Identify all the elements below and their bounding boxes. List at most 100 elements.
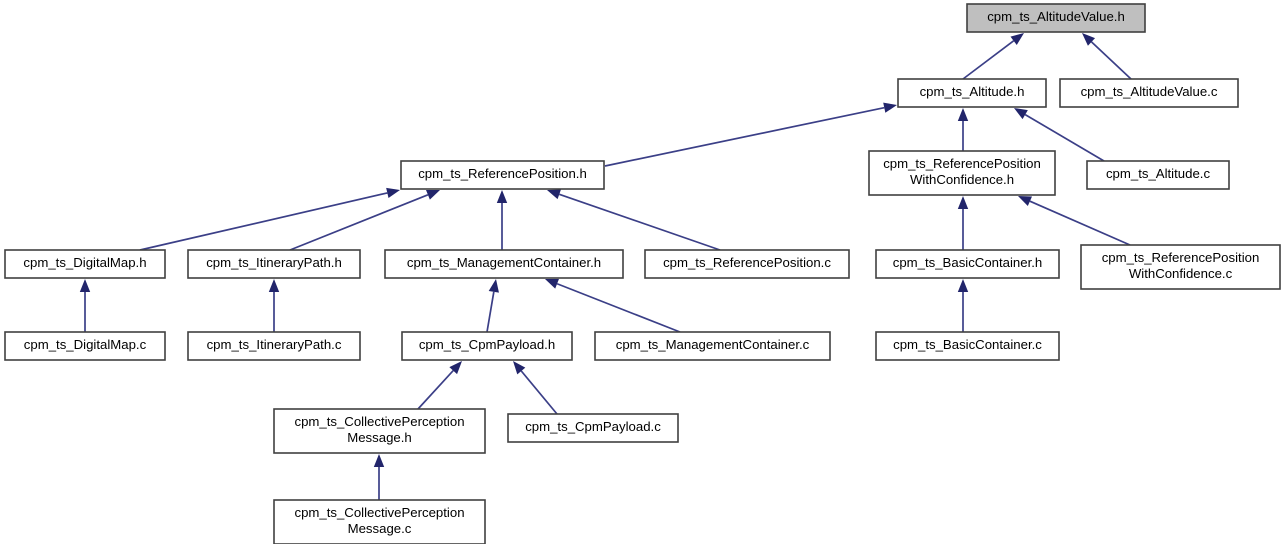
node-cpmpayload_c[interactable]: cpm_ts_CpmPayload.c xyxy=(507,413,679,443)
edge-arrowhead-icon xyxy=(957,108,969,121)
node-label-line: cpm_ts_ManagementContainer.h xyxy=(407,255,601,270)
edges-layer xyxy=(79,33,1132,500)
node-label: cpm_ts_ManagementContainer.h xyxy=(407,255,601,270)
node-label: cpm_ts_ManagementContainer.c xyxy=(616,337,810,352)
node-box[interactable] xyxy=(273,499,486,544)
edge-arrowhead-icon xyxy=(1018,196,1032,206)
node-label: cpm_ts_ReferencePosition.c xyxy=(663,255,831,270)
node-label-line: cpm_ts_CpmPayload.h xyxy=(419,337,555,352)
edge-altitudevalue_c-to-altitudevalue_h xyxy=(1082,33,1132,80)
node-basiccontainer_h[interactable]: cpm_ts_BasicContainer.h xyxy=(875,249,1060,279)
node-label-line: WithConfidence.c xyxy=(1129,266,1233,281)
edge-basiccontainer_h-to-refposwithconf_h xyxy=(957,196,969,250)
node-label-line: cpm_ts_CollectivePerception xyxy=(294,414,464,429)
edge-arrowhead-icon xyxy=(1010,33,1024,45)
node-box[interactable] xyxy=(644,249,850,279)
node-label-line: cpm_ts_ReferencePosition xyxy=(883,156,1041,171)
edge-cpmpayload_c-to-cpmpayload_h xyxy=(513,361,558,415)
node-itinerarypath_h[interactable]: cpm_ts_ItineraryPath.h xyxy=(187,249,361,279)
edge-line xyxy=(962,40,1015,80)
edge-refposwithconf_c-to-refposwithconf_h xyxy=(1018,196,1131,246)
node-digitalmap_c[interactable]: cpm_ts_DigitalMap.c xyxy=(4,331,166,361)
node-referenceposition_c[interactable]: cpm_ts_ReferencePosition.c xyxy=(644,249,850,279)
node-label-line: cpm_ts_ReferencePosition xyxy=(1102,250,1260,265)
node-label: cpm_ts_DigitalMap.h xyxy=(23,255,146,270)
node-box[interactable] xyxy=(875,331,1060,361)
node-box[interactable] xyxy=(868,150,1056,196)
node-label-line: cpm_ts_DigitalMap.h xyxy=(23,255,146,270)
edge-line xyxy=(559,193,721,251)
edge-line xyxy=(604,106,885,167)
node-altitudevalue_c[interactable]: cpm_ts_AltitudeValue.c xyxy=(1059,78,1239,108)
node-box[interactable] xyxy=(400,160,605,190)
node-managementcontainer_h[interactable]: cpm_ts_ManagementContainer.h xyxy=(384,249,624,279)
node-label: cpm_ts_ItineraryPath.c xyxy=(207,337,342,352)
edge-arrowhead-icon xyxy=(957,279,969,292)
edge-collectiveperception_c-to-collectiveperception_h xyxy=(373,454,385,500)
node-referenceposition_h[interactable]: cpm_ts_ReferencePosition.h xyxy=(400,160,605,190)
edge-line xyxy=(1029,200,1131,246)
edge-arrowhead-icon xyxy=(1082,33,1096,46)
node-managementcontainer_c[interactable]: cpm_ts_ManagementContainer.c xyxy=(594,331,831,361)
node-label-line: cpm_ts_Altitude.h xyxy=(920,84,1025,99)
node-label-line: cpm_ts_BasicContainer.c xyxy=(893,337,1042,352)
node-box[interactable] xyxy=(507,413,679,443)
edge-altitude_h-to-altitudevalue_h xyxy=(962,33,1024,80)
node-label: cpm_ts_AltitudeValue.h xyxy=(987,9,1125,24)
node-label: cpm_ts_DigitalMap.c xyxy=(24,337,147,352)
node-box[interactable] xyxy=(187,249,361,279)
edge-arrowhead-icon xyxy=(957,196,969,209)
edge-line xyxy=(1090,41,1132,80)
edge-basiccontainer_c-to-basiccontainer_h xyxy=(957,279,969,332)
node-label: cpm_ts_Altitude.c xyxy=(1106,166,1210,181)
edge-arrowhead-icon xyxy=(79,279,91,292)
node-box[interactable] xyxy=(1086,160,1230,190)
node-altitude_h[interactable]: cpm_ts_Altitude.h xyxy=(897,78,1047,108)
node-label-line: WithConfidence.h xyxy=(910,172,1014,187)
node-box[interactable] xyxy=(4,249,166,279)
node-label-line: Message.h xyxy=(347,430,412,445)
node-label-line: cpm_ts_ReferencePosition.h xyxy=(418,166,587,181)
node-box[interactable] xyxy=(273,408,486,454)
edge-itinerarypath_c-to-itinerarypath_h xyxy=(268,279,280,332)
node-box[interactable] xyxy=(594,331,831,361)
node-label: cpm_ts_BasicContainer.c xyxy=(893,337,1042,352)
node-label-line: cpm_ts_CollectivePerception xyxy=(294,505,464,520)
node-label-line: cpm_ts_ReferencePosition.c xyxy=(663,255,831,270)
node-label: cpm_ts_ReferencePosition.h xyxy=(418,166,587,181)
node-cpmpayload_h[interactable]: cpm_ts_CpmPayload.h xyxy=(401,331,573,361)
node-box[interactable] xyxy=(966,3,1146,33)
node-altitudevalue_h[interactable]: cpm_ts_AltitudeValue.h xyxy=(966,3,1146,33)
edge-digitalmap_c-to-digitalmap_h xyxy=(79,279,91,332)
node-box[interactable] xyxy=(897,78,1047,108)
node-label-line: cpm_ts_ItineraryPath.c xyxy=(207,337,342,352)
node-basiccontainer_c[interactable]: cpm_ts_BasicContainer.c xyxy=(875,331,1060,361)
edge-line xyxy=(486,291,495,333)
node-label-line: cpm_ts_ItineraryPath.h xyxy=(206,255,342,270)
node-box[interactable] xyxy=(384,249,624,279)
node-label-line: cpm_ts_ManagementContainer.c xyxy=(616,337,810,352)
node-label-line: cpm_ts_AltitudeValue.h xyxy=(987,9,1125,24)
node-altitude_c[interactable]: cpm_ts_Altitude.c xyxy=(1086,160,1230,190)
node-box[interactable] xyxy=(1080,244,1281,290)
node-digitalmap_h[interactable]: cpm_ts_DigitalMap.h xyxy=(4,249,166,279)
edge-arrowhead-icon xyxy=(373,454,385,467)
node-box[interactable] xyxy=(4,331,166,361)
edge-arrowhead-icon xyxy=(488,279,499,293)
node-box[interactable] xyxy=(875,249,1060,279)
node-label: cpm_ts_AltitudeValue.c xyxy=(1081,84,1218,99)
node-itinerarypath_c[interactable]: cpm_ts_ItineraryPath.c xyxy=(187,331,361,361)
node-box[interactable] xyxy=(1059,78,1239,108)
edge-line xyxy=(1024,113,1105,162)
node-box[interactable] xyxy=(187,331,361,361)
edge-line xyxy=(556,282,681,333)
node-box[interactable] xyxy=(401,331,573,361)
edge-refposwithconf_h-to-altitude_h xyxy=(957,108,969,151)
